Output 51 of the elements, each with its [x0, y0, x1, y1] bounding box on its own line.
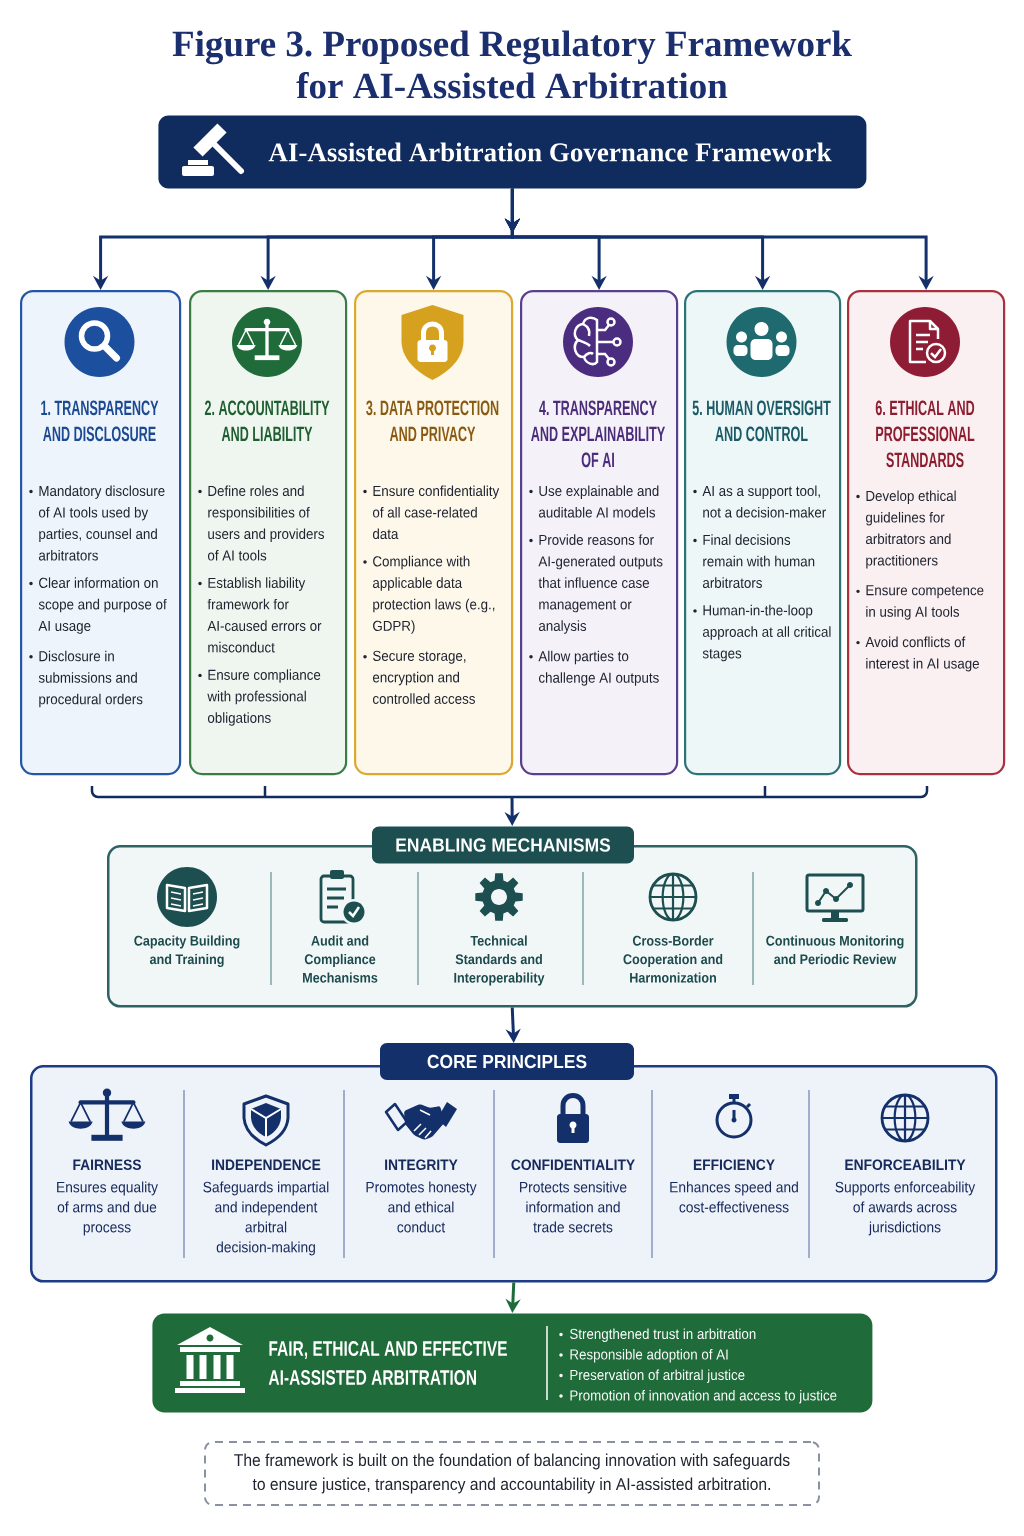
principle-text: Supports enforceability of awards across jurisdictions	[835, 1181, 976, 1236]
bullet-text: Preservation of arbitral justice	[570, 1369, 745, 1383]
principle-heading: INDEPENDENCE	[212, 1159, 321, 1171]
principle-heading: INTEGRITY	[385, 1159, 458, 1171]
bullet-text: Ensure confidentiality of all case-related data	[372, 485, 500, 540]
pillar-heading: 6. ETHICAL AND PROFESSIONAL STANDARDS	[875, 400, 975, 468]
header-banner: AI-Assisted Arbitration Governance Framework	[158, 115, 867, 189]
principle-heading: FAIRNESS	[73, 1159, 141, 1171]
bullet-text: Secure storage, encryption and controlled access	[372, 650, 475, 704]
item-label: Technical Standards and Interoperability	[454, 935, 545, 986]
bullet-text: Disclosure in submissions and procedural orders	[38, 650, 143, 708]
bullet-text: Clear information on scope and purpose of AI usage	[38, 577, 167, 634]
principle-text: Promotes honesty and ethical conduct	[366, 1181, 477, 1233]
principle-heading: CONFIDENTIALITY	[511, 1159, 635, 1171]
bullet-text: Ensure compliance with professional obligations	[207, 669, 321, 726]
bullet-text: Human-in-the-loop approach at all critical stages	[702, 604, 831, 662]
bullet-text: Final decisions remain with human arbitrators	[702, 534, 815, 588]
principle-text: Safeguards impartial and independent arbitral decision-making	[203, 1181, 329, 1256]
bullet-text: Develop ethical guidelines for arbitrators and practitioners	[865, 490, 956, 569]
bullet-text: Establish liability framework for AI-caused errors or misconduct	[207, 577, 322, 653]
principle-heading: EFFICIENCY	[693, 1159, 775, 1171]
banner-heading: FAIR, ETHICAL AND EFFECTIVE AI-ASSISTED ARBITRATION	[268, 1341, 507, 1385]
title: Figure 3. Proposed Regulatory Framework for AI-Assisted Arbitration	[172, 30, 852, 99]
bullet-text: Strengthened trust in arbitration	[570, 1328, 756, 1342]
bullet-text: Promotion of innovation and access to justice	[570, 1389, 837, 1404]
principle-heading: ENFORCEABILITY	[845, 1159, 966, 1171]
bullet-text: Responsible adoption of AI	[570, 1348, 728, 1363]
principle-text: Protects sensitive information and trade secrets	[520, 1181, 627, 1233]
bullet-text: Mandatory disclosure of AI tools used by parties, counsel and arbitrators	[38, 485, 165, 561]
bullet-text: Define roles and responsibilities of users and providers of AI tools	[207, 485, 325, 561]
pillar-heading: 2. ACCOUNTABILITY AND LIABILITY	[204, 400, 330, 442]
bullet-text: AI as a support tool, not a decision-maker	[702, 485, 826, 518]
pillar-heading: 4. TRANSPARENCY AND EXPLAINABILITY OF AI	[531, 400, 665, 468]
bullet-text: Compliance with applicable data protection laws (e.g., GDPR)	[372, 555, 495, 634]
principle-text: Enhances speed and cost-effectiveness	[670, 1181, 798, 1213]
principle-text: Ensures equality of arms and due process	[57, 1181, 158, 1236]
pillar-heading: 3. DATA PROTECTION AND PRIVACY	[366, 400, 499, 442]
item-label: Audit and Compliance Mechanisms	[303, 935, 378, 983]
pillar-heading: 1. TRANSPARENCY AND DISCLOSURE	[41, 400, 159, 442]
bullet-text: Ensure competence in using AI tools	[866, 585, 984, 620]
pillar-heading: 5. HUMAN OVERSIGHT AND CONTROL	[692, 400, 831, 442]
bullet-text: Provide reasons for AI-generated outputs that influence case management or analysis	[538, 534, 663, 634]
item-label: Capacity Building and Training	[134, 935, 240, 968]
item-label: Cross-Border Cooperation and Harmonization	[623, 935, 723, 983]
bullet-text: Use explainable and auditable AI models	[538, 485, 659, 518]
section-tab: CORE PRINCIPLES	[380, 1043, 634, 1080]
section-tab: ENABLING MECHANISMS	[372, 826, 634, 864]
bullet-text: Avoid conflicts of interest in AI usage	[865, 636, 979, 672]
bullet-text: Allow parties to challenge AI outputs	[538, 650, 659, 686]
note-box: The framework is built on the foundation of balancing innovation with safeguards to ensure justice, transparency and accountability in AI-assisted arbitration.	[204, 1441, 820, 1506]
item-label: Continuous Monitoring and Periodic Review	[766, 935, 904, 965]
